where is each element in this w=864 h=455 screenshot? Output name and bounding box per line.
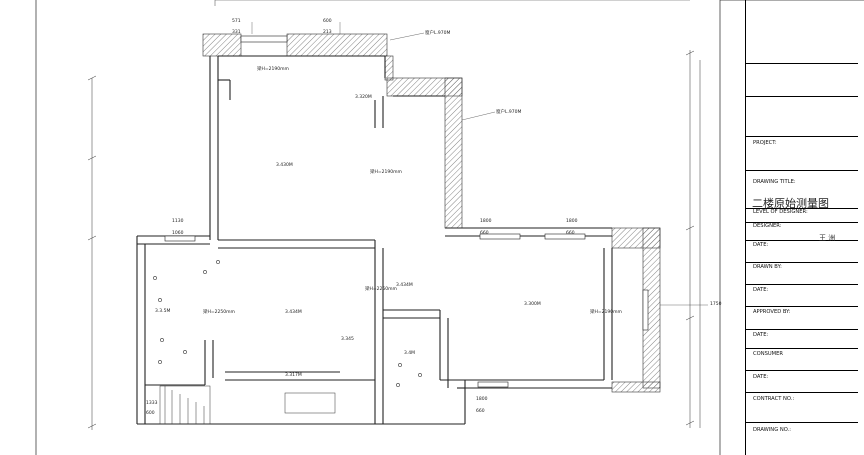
dim-label-1333: 1333 — [146, 400, 158, 406]
beam-label: 梁H=2190mm — [590, 308, 622, 315]
elevation-label: 3.430M — [276, 162, 293, 168]
designer-cell: DESIGNER: — [745, 222, 858, 241]
consumer-label: CONSUMER — [753, 351, 784, 357]
dim-label-1800b: 1800 — [566, 218, 578, 224]
right-dim-chain — [685, 50, 701, 428]
contract-cell: CONTRACT NO.: — [745, 392, 858, 423]
date-cell: DATE: — [745, 240, 858, 263]
leader-lines — [251, 22, 708, 306]
dim-label-213: 213 — [323, 29, 332, 35]
dim-label-571: 571 — [232, 18, 241, 24]
date4-cell: DATE: — [745, 370, 858, 393]
consumer-cell: CONSUMER — [745, 348, 858, 371]
dim-label-600b: 600 — [146, 410, 155, 416]
notice-cell-2 — [745, 63, 858, 97]
dim-label-1800a: 1800 — [480, 218, 492, 224]
dim-label-660a: 660 — [480, 230, 489, 236]
wall-outlines — [136, 55, 613, 425]
window-note: 窗户L.970M — [496, 108, 522, 115]
elevation-label: 3.3.5M — [155, 308, 170, 314]
level-label: LEVEL OF DESIGNER: — [753, 209, 808, 215]
dim-label-1060: 1060 — [172, 230, 184, 236]
drawing-no-label: DRAWING NO.: — [753, 427, 792, 433]
beam-label: 梁H=2250mm — [203, 308, 235, 315]
dim-label-1750: 1750 — [710, 301, 722, 307]
approved-label: APPROVED BY: — [753, 309, 791, 315]
beam-label: 梁H=2190mm — [370, 168, 402, 175]
dim-label-1800c: 1800 — [476, 396, 488, 402]
elevation-label: 3.4M — [404, 350, 415, 356]
drawing-no-cell: DRAWING NO.: — [745, 422, 858, 455]
date-label: DATE: — [753, 242, 769, 248]
contract-label: CONTRACT NO.: — [753, 396, 795, 402]
drawing-title-cell: DRAWING TITLE: — [745, 170, 858, 209]
designer-value: 王 洲 — [819, 234, 836, 242]
drawing-title-value: 二楼原始测量图 — [752, 197, 829, 210]
elevation-label: 3.345 — [341, 336, 354, 342]
drawing-title-label: DRAWING TITLE: — [753, 179, 796, 185]
dim-label-660c: 660 — [476, 408, 485, 414]
level-cell: LEVEL OF DESIGNER: — [745, 208, 858, 223]
project-cell: PROJECT: — [745, 136, 858, 171]
date2-label: DATE: — [753, 287, 769, 293]
approved-cell: APPROVED BY: — [745, 306, 858, 330]
windows — [164, 35, 649, 388]
window-note: 窗户L.970M — [425, 29, 451, 36]
dim-label-660b: 660 — [566, 230, 575, 236]
date3-label: DATE: — [753, 332, 769, 338]
designer-label: DESIGNER: — [753, 223, 782, 229]
stairs — [159, 385, 336, 425]
elevation-label: 3.300M — [524, 301, 541, 307]
elevation-label: 3.320M — [355, 94, 372, 100]
drawn-label: DRAWN BY: — [753, 264, 782, 270]
elevation-label: 3.317M — [285, 372, 302, 378]
drawing-frame — [35, 0, 864, 455]
title-block: PROJECT: DRAWING TITLE: 二楼原始测量图 LEVEL OF… — [745, 0, 864, 455]
date4-label: DATE: — [753, 374, 769, 380]
dim-label-331: 331 — [232, 29, 241, 35]
notice-cell — [745, 0, 858, 64]
date2-cell: DATE: — [745, 284, 858, 307]
elevation-label: 3.434M — [396, 282, 413, 288]
hatched-walls — [202, 33, 661, 393]
left-dim-chain — [87, 75, 97, 430]
date3-cell: DATE: — [745, 329, 858, 349]
remark-cell — [745, 96, 858, 137]
drawn-cell: DRAWN BY: — [745, 262, 858, 285]
elevation-label: 3.434M — [285, 309, 302, 315]
project-label: PROJECT: — [753, 140, 777, 146]
top-dim-line — [214, 0, 690, 6]
beam-label: 梁H=2190mm — [257, 65, 289, 72]
dim-label-1130: 1130 — [172, 218, 184, 224]
fixture-markers — [153, 260, 422, 387]
dim-label-600: 600 — [323, 18, 332, 24]
beam-label: 梁H=2250mm — [365, 285, 397, 292]
